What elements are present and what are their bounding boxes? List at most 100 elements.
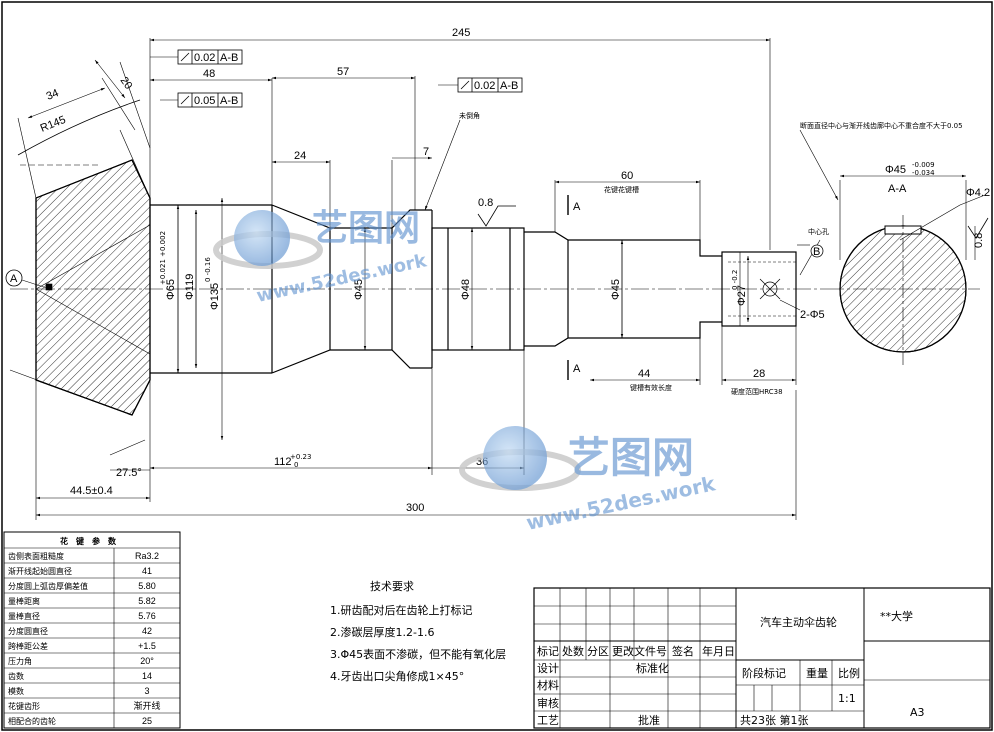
hdr-date: 年月日 xyxy=(702,644,735,658)
dim-phi45a: Φ45 xyxy=(353,279,365,300)
param-value: 5.82 xyxy=(138,596,156,606)
fc1-value: 0.02 xyxy=(194,52,215,64)
fc2-ref: A-B xyxy=(220,95,238,107)
fc3-ref: A-B xyxy=(500,80,518,92)
param-value: 25 xyxy=(142,716,152,726)
feature-control-frame-3 xyxy=(438,77,523,93)
note-center-hole: 中心孔 xyxy=(808,227,829,236)
school-name: **大学 xyxy=(880,609,913,623)
watermark-1: 艺图网 www.52des.work xyxy=(213,208,429,307)
param-value: +1.5 xyxy=(138,641,156,651)
param-label: 分度圆直径 xyxy=(8,626,48,636)
param-value: 42 xyxy=(142,626,152,636)
dim-48: 48 xyxy=(203,68,215,80)
dim-245: 245 xyxy=(452,27,470,39)
param-value: 41 xyxy=(142,566,152,576)
label-design: 设计 xyxy=(537,662,559,675)
note-right: 断面直径中心与渐开线齿廓中心不重合度不大于0.05 xyxy=(800,121,963,130)
paper-format: A3 xyxy=(910,706,925,719)
hdr-sign: 签名 xyxy=(672,644,694,658)
label-scale: 比例 xyxy=(838,666,860,680)
hdr-count: 处数 xyxy=(562,645,584,658)
dim-300: 300 xyxy=(406,502,424,514)
hdr-mark: 标记 xyxy=(537,644,559,658)
dim-112-tol2: 0 xyxy=(294,461,298,469)
param-label: 量棒距离 xyxy=(8,596,40,606)
dim-phi45b: Φ45 xyxy=(610,279,622,300)
tech-heading: 技术要求 xyxy=(370,580,414,593)
dim-60: 60 xyxy=(621,170,633,182)
dim-7: 7 xyxy=(423,146,429,158)
dimension-lines xyxy=(21,38,821,520)
param-label: 压力角 xyxy=(8,656,32,666)
label-review: 审核 xyxy=(537,696,559,710)
dim-phi119: Φ119 xyxy=(184,274,196,300)
datum-b-label: B xyxy=(813,246,820,258)
label-standard: 标准化 xyxy=(636,661,669,675)
param-value: 5.80 xyxy=(138,581,156,591)
part-name: 汽车主动伞齿轮 xyxy=(760,615,837,629)
param-value: 14 xyxy=(142,671,152,681)
dim-28: 28 xyxy=(753,368,765,380)
param-label: 渐开线起始圆直径 xyxy=(8,566,72,576)
param-label: 模数 xyxy=(8,686,24,696)
tech-item: 4.牙齿出口尖角修成1×45° xyxy=(330,669,464,683)
title-block xyxy=(533,587,991,729)
dim-phi45-top: Φ45 xyxy=(885,164,906,176)
dim-phi65-tol: +0.021 +0.002 xyxy=(159,231,167,285)
dim-24: 24 xyxy=(294,150,306,162)
section-aa-label: A-A xyxy=(888,183,907,195)
param-value: Ra3.2 xyxy=(135,551,159,561)
param-label: 齿数 xyxy=(8,671,24,681)
fc3-value: 0.02 xyxy=(474,80,495,92)
param-label: 跨棒距公差 xyxy=(8,641,48,651)
dim-34: 34 xyxy=(45,87,61,103)
param-label: 花键齿形 xyxy=(8,701,40,711)
sheet-count: 共23张 第1张 xyxy=(740,713,809,727)
watermark-2: 艺图网 www.52des.work xyxy=(459,426,718,535)
roughness-value: 0.8 xyxy=(478,197,493,209)
dim-phi48: Φ48 xyxy=(460,279,472,300)
dim-20: 20 xyxy=(118,75,135,92)
hdr-zone: 分区 xyxy=(587,645,609,658)
watermark-brand: 艺图网 xyxy=(312,208,420,249)
fc2-value: 0.05 xyxy=(194,95,215,107)
param-table-title: 花 键 参 数 xyxy=(60,536,117,546)
param-value: 渐开线 xyxy=(133,700,160,711)
tech-item: 2.渗碳层厚度1.2-1.6 xyxy=(330,625,434,639)
datum-b-circle xyxy=(810,244,824,258)
dim-112: 112 xyxy=(274,456,292,468)
param-label: 分度圆上弧齿厚偏差值 xyxy=(8,581,88,591)
watermark-brand: 艺图网 xyxy=(568,433,694,482)
tech-item: 1.研齿配对后在齿轮上打标记 xyxy=(330,603,473,617)
param-value: 20° xyxy=(140,656,154,666)
label-stage: 阶段标记 xyxy=(742,666,786,680)
dim-phi135: Φ135 xyxy=(209,283,221,310)
dim-phi135-tol: 0 -0.16 xyxy=(204,257,212,282)
dim-phi27: Φ27 xyxy=(736,285,748,306)
label-approve: 批准 xyxy=(638,713,660,727)
dim-27-5: 27.5° xyxy=(116,467,142,479)
roughness-symbol xyxy=(477,205,989,239)
dim-44: 44 xyxy=(638,368,650,380)
datum-a-label: A xyxy=(10,273,18,285)
dim-phi45-tol2: -0.034 xyxy=(912,169,935,177)
note-spline: 花键花键槽 xyxy=(604,185,639,194)
label-material: 材料 xyxy=(537,678,559,692)
tech-item: 3.Φ45表面不渗碳，但不能有氧化层 xyxy=(330,647,506,661)
dim-44-5: 44.5±0.4 xyxy=(70,485,113,497)
gear-head xyxy=(9,61,151,520)
section-aa xyxy=(799,129,986,365)
technical-requirements: 技术要求 1.研齿配对后在齿轮上打标记 2.渗碳层厚度1.2-1.6 3.Φ45… xyxy=(330,580,506,683)
dim-phi27-tol: 0 -0.2 xyxy=(731,270,739,290)
param-value: 5.76 xyxy=(138,611,156,621)
dim-phi65: Φ65 xyxy=(165,279,177,300)
label-craft: 工艺 xyxy=(537,714,559,727)
feature-control-frame-2 xyxy=(160,92,243,108)
dim-2-phi5: 2-Φ5 xyxy=(800,309,825,321)
section-mark-top: A xyxy=(573,201,581,213)
param-value: 3 xyxy=(144,686,149,696)
note-spline-length: 键槽有效长度 xyxy=(630,383,672,392)
